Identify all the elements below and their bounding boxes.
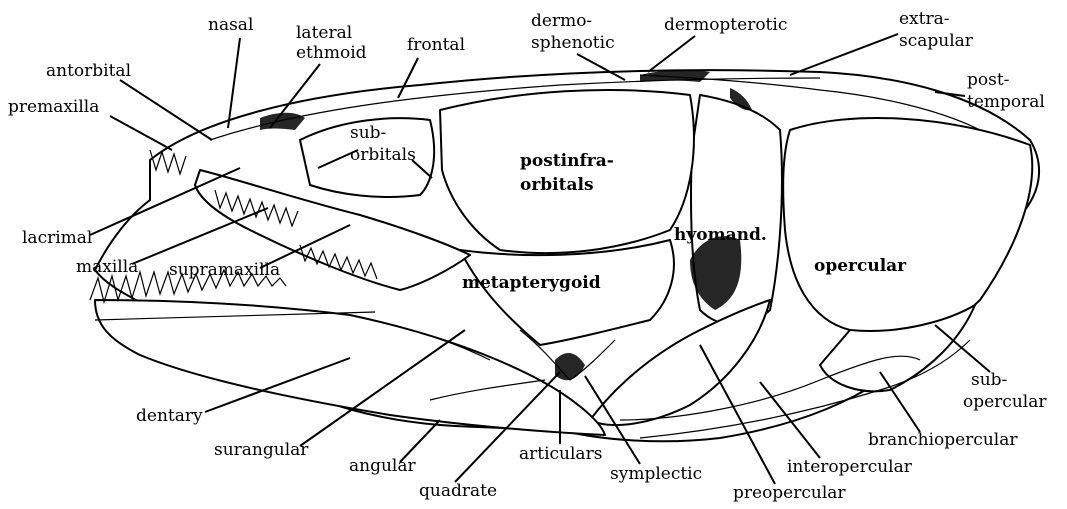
label-postinfra: postinfra- [520,151,614,171]
label-sphenotic: sphenotic [531,33,615,53]
leader-dermopterotic [648,36,695,72]
label-sub-orbitals-2: orbitals [350,145,416,165]
label-hyomand: hyomand. [674,225,767,245]
label-maxilla: maxilla [76,257,138,277]
label-post: post- [967,70,1009,90]
label-metapterygoid: metapterygoid [462,273,601,293]
label-interopercular: interopercular [787,457,913,477]
leader-angular [400,420,440,462]
label-symplectic: symplectic [610,464,702,484]
label-sub-opercular-2: opercular [963,392,1047,412]
label-scapular: scapular [899,31,974,51]
label-premaxilla: premaxilla [8,97,99,117]
label-quadrate: quadrate [419,481,497,501]
label-sub-opercular-1: sub- [971,370,1007,390]
label-dermopterotic: dermopterotic [664,15,787,35]
label-antorbital: antorbital [46,61,131,81]
label-lacrimal: lacrimal [22,228,92,248]
label-nasal: nasal [208,15,253,35]
label-extra: extra- [899,9,950,29]
label-ethmoid: ethmoid [296,43,367,63]
leader-nasal [228,38,240,128]
postinfraorbitals-bone [440,90,694,253]
label-opercular: opercular [814,256,907,276]
label-articulars: articulars [519,444,602,464]
label-supramaxilla: supramaxilla [169,260,280,280]
label-sub-orbitals-1: sub- [350,123,386,143]
leader-extrascapular [790,34,898,75]
label-preopercular: preopercular [733,483,846,503]
label-dentary: dentary [136,406,203,426]
label-branchiopercular: branchiopercular [868,430,1018,450]
leader-premaxilla [110,116,172,150]
label-angular: angular [349,456,416,476]
label-surangular: surangular [214,440,309,460]
label-frontal: frontal [407,35,465,55]
label-postinfra-orbitals: orbitals [520,175,594,195]
leader-antorbital [120,80,212,140]
label-lateral: lateral [296,23,352,43]
opercular-bone [783,118,1032,334]
label-temporal: temporal [967,92,1045,112]
label-dermo: dermo- [531,11,592,31]
